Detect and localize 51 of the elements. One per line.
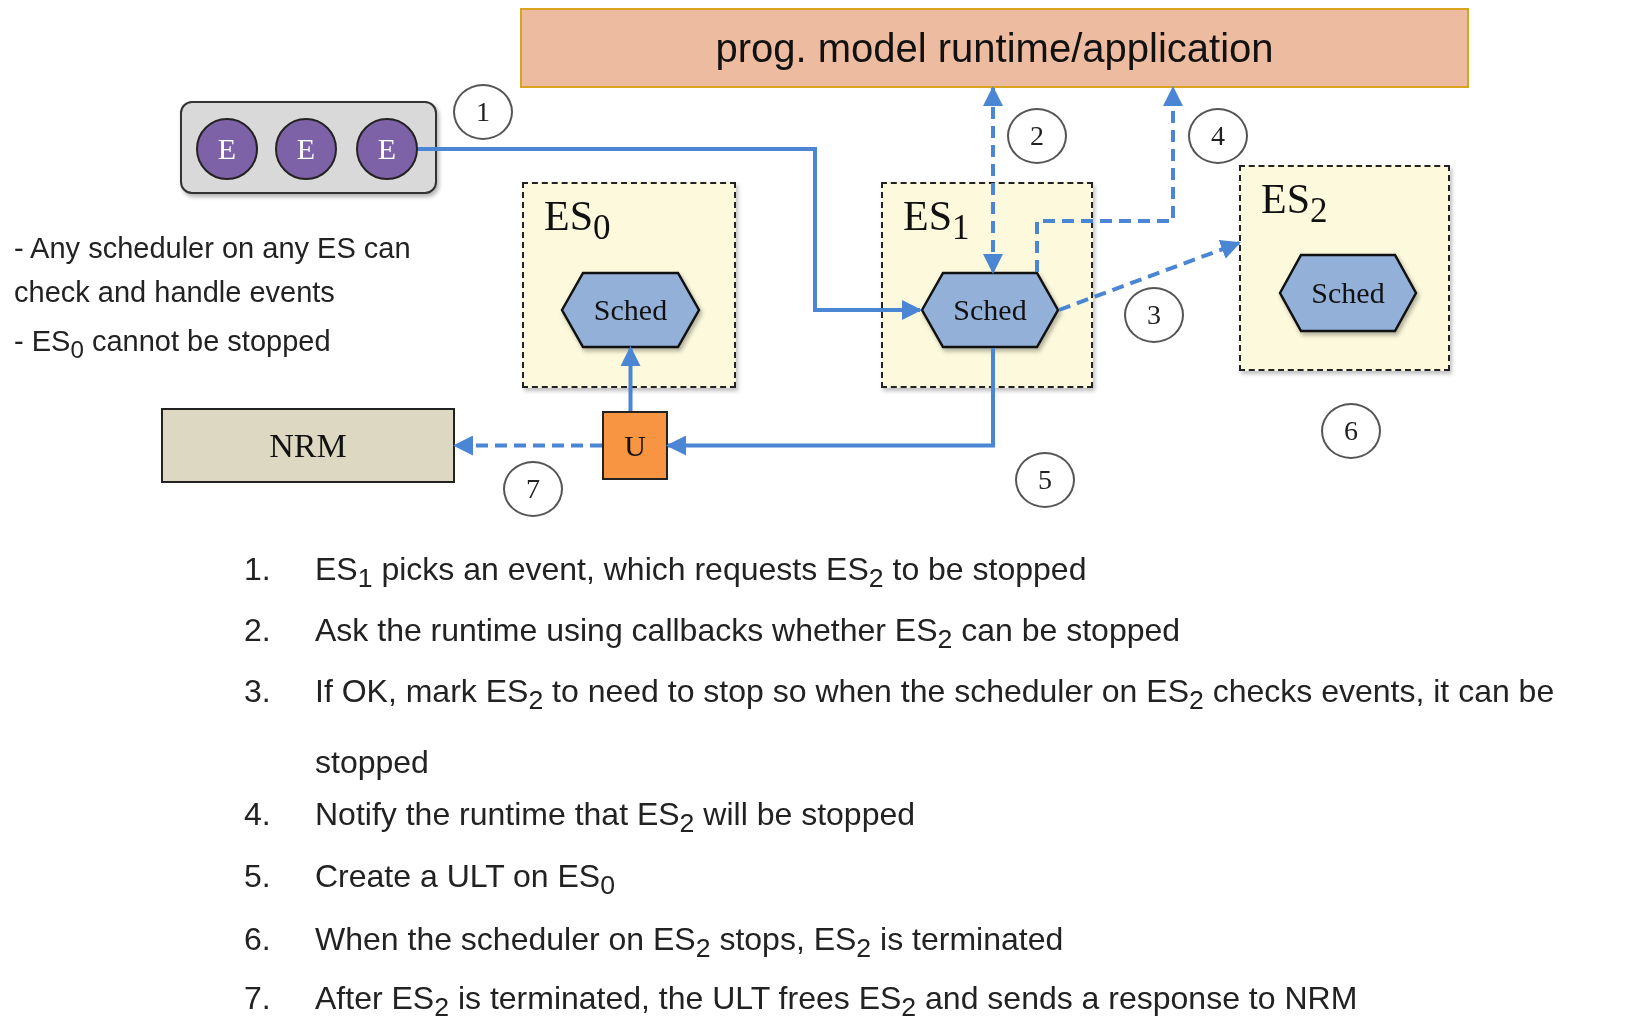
node-label: E xyxy=(377,132,397,166)
list-number: 1. xyxy=(244,550,271,589)
dashed-arrow xyxy=(453,435,602,456)
list-number: 5. xyxy=(244,857,271,896)
list-item: Notify the runtime that ES$_{2}$ will be stopped xyxy=(315,795,916,841)
callout-number: 7 xyxy=(503,461,563,517)
list-number: 3. xyxy=(244,672,271,711)
list-item: Create a ULT on ES$_{0}$ xyxy=(315,857,616,903)
node-label: NRM xyxy=(269,426,347,465)
event-queue-box xyxy=(180,101,437,194)
execution-stream-box xyxy=(1239,165,1450,371)
node-label: prog. model runtime/application xyxy=(715,25,1274,71)
arrow xyxy=(666,348,995,456)
node-label: Sched xyxy=(953,293,1027,327)
arrow xyxy=(620,346,641,411)
node-label: E xyxy=(217,132,237,166)
scheduler-hexagon xyxy=(921,272,1059,348)
list-number: 2. xyxy=(244,611,271,650)
list-number: 4. xyxy=(244,795,271,834)
node-label: E xyxy=(296,132,316,166)
execution-stream-box xyxy=(881,182,1093,388)
note-text: - ES$_{0}$ cannot be stopped xyxy=(14,324,332,365)
list-item: ES$_{1}$ picks an event, which requests ES$_{2}$ to be stopped xyxy=(315,550,1088,596)
list-item: If OK, mark ES$_{2}$ to need to stop so when the scheduler on ES$_{2}$ checks events, it can be stopped xyxy=(315,672,1556,783)
list-number: 6. xyxy=(244,920,271,959)
list-item: After ES$_{2}$ is terminated, the ULT frees ES$_{2}$ and sends a response to NRM xyxy=(315,979,1359,1020)
callout-number: 3 xyxy=(1124,287,1184,343)
scheduler-hexagon xyxy=(1279,254,1417,332)
list-number: 7. xyxy=(244,979,271,1018)
list-item: When the scheduler on ES$_{2}$ stops, ES$_{2}$ is terminated xyxy=(315,920,1065,966)
dashed-arrow xyxy=(983,86,1003,274)
callout-number: 1 xyxy=(453,84,513,140)
callout-number: 4 xyxy=(1188,108,1248,164)
node-label: Sched xyxy=(593,293,668,327)
dashed-arrow xyxy=(1058,239,1241,312)
stream-label: ES$_{1}$ xyxy=(903,192,970,249)
list-item: Ask the runtime using callbacks whether ES$_{2}$ can be stopped xyxy=(315,611,1182,657)
arrow xyxy=(418,147,922,320)
stream-label: ES$_{0}$ xyxy=(544,192,611,249)
node-label: Sched xyxy=(1311,276,1385,310)
runtime-box xyxy=(520,8,1469,88)
dashed-arrow xyxy=(1035,86,1183,272)
callout-number: 6 xyxy=(1321,403,1381,459)
callout-number: 2 xyxy=(1007,108,1067,164)
callout-number: 5 xyxy=(1015,452,1075,508)
node-label: U xyxy=(624,428,646,463)
scheduler-hexagon xyxy=(561,272,700,348)
nrm-box xyxy=(161,408,455,483)
ult-box xyxy=(602,411,668,480)
execution-stream-box xyxy=(522,182,736,388)
stream-label: ES$_{2}$ xyxy=(1261,175,1328,232)
